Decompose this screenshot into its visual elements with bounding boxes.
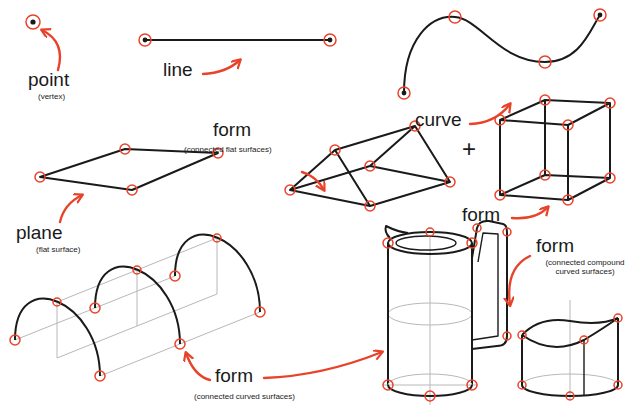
vertex-marker [285,185,295,195]
line-stroke [145,39,330,41]
vertex-marker [398,87,410,99]
shape-label: point [28,70,69,91]
vertex-marker [365,161,375,171]
vertex-marker [26,15,40,29]
shape-note: (flat surface) [36,246,80,255]
plus-sign: + [462,136,476,162]
vertex-marker [614,381,622,389]
shape-note: (vertex) [38,93,65,102]
vertex-marker [10,335,20,345]
shape-label: curve [415,110,461,131]
vertex-marker [127,185,137,195]
vertex-marker [213,234,221,242]
vertex-dot [30,19,35,24]
curve-stroke [404,15,600,93]
vertex-marker [139,34,151,46]
vertex-marker [467,380,477,390]
vertex-marker [614,314,622,322]
vertex-marker [518,331,526,339]
vertex-marker [53,298,61,306]
vertex-marker [175,339,185,349]
vertex-marker [503,228,511,236]
vertex-marker [133,266,141,274]
vertex-marker [255,307,265,317]
shape-label: form [213,120,251,141]
vertex-marker [330,145,340,155]
vertex-marker [449,11,461,23]
vertex-marker [324,34,336,46]
vertex-marker [383,380,393,390]
vertex-marker [540,95,550,105]
vertex-marker [518,381,526,389]
vertex-marker [445,177,455,187]
vertex-marker [605,98,615,108]
outline-drawings [15,100,618,396]
vertex-marker [95,371,105,381]
shape-label: form [462,205,500,226]
vertex-marker [566,392,574,400]
vertex-marker [90,303,100,313]
vertex-marker [580,336,588,344]
shape-label: line [163,60,193,81]
shape-note: (connected flat surfaces) [184,146,272,155]
shape-note: (connected compound curved surfaces) [536,259,634,277]
vertex-marker [425,391,435,401]
vertex-marker [383,238,393,248]
vertex-markers [10,9,622,401]
shape-label: form [215,366,253,387]
vertex-marker [473,224,481,232]
shape-label: plane [16,223,63,244]
vertex-marker [594,9,606,21]
vertex-marker [426,228,434,236]
vertex-marker [365,201,375,211]
vertex-marker [563,195,573,205]
vertex-marker [120,144,130,154]
vertex-marker [170,271,180,281]
leader-arrows [42,30,548,380]
vertex-marker [503,332,511,340]
construction-lines [15,235,570,405]
vertex-marker [563,120,573,130]
vertex-marker [495,190,505,200]
vertex-marker [35,172,45,182]
vertex-marker [467,238,477,248]
vertex-marker [539,56,551,68]
shape-label: form [536,236,574,257]
vertex-marker [605,173,615,183]
shape-note: (connected curved surfaces) [194,393,295,402]
vertex-marker [540,170,550,180]
